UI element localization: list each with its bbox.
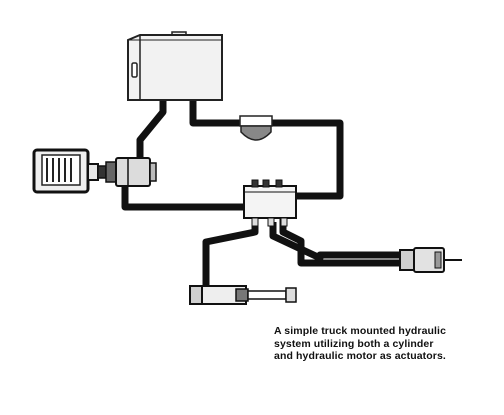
caption-line-1: A simple truck mounted hydraulic: [274, 325, 447, 337]
diagram-caption: A simple truck mounted hydraulic system …: [274, 325, 446, 363]
pto-gearbox: [32, 148, 107, 194]
caption-line-3: and hydraulic motor as actuators.: [274, 350, 446, 362]
hydraulic-pump: [105, 157, 157, 187]
hose-valve-to-motor-b: [269, 222, 412, 262]
hydraulic-filter: [239, 115, 273, 141]
hydraulic-motor: [399, 247, 462, 273]
hose-valve-to-motor-a: [279, 219, 412, 267]
hose-tank-to-pump: [136, 101, 167, 160]
caption-line-2: system utilizing both a cylinder: [274, 337, 434, 350]
hydraulic-cylinder: [189, 285, 297, 305]
reservoir-tank: [127, 31, 223, 101]
control-valve: [243, 179, 297, 227]
hose-valve-to-cylinder: [202, 220, 259, 288]
hose-return-filter: [189, 101, 344, 200]
sight-glass-icon: [131, 62, 138, 78]
hose-pump-to-valve: [121, 187, 245, 211]
